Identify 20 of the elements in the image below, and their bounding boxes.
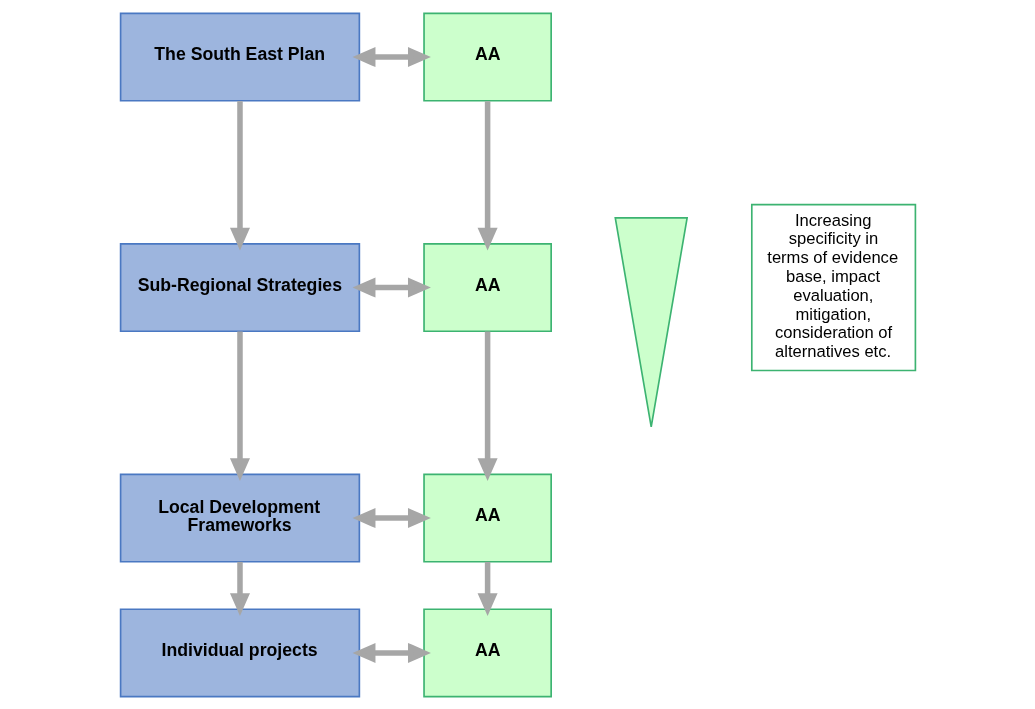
node-arrow — [613, 216, 688, 428]
arrow — [229, 100, 250, 251]
arrow — [477, 331, 498, 481]
node-box: Increasing specificity in terms of evidence base, impact evaluation, mitigation, consideration of alternatives etc. — [750, 203, 916, 371]
node-box: AA — [422, 242, 552, 332]
node-box: The South East Plan — [119, 12, 360, 102]
arrow — [352, 46, 431, 67]
arrow — [477, 100, 498, 251]
node-box: AA — [422, 607, 552, 697]
node-box: Sub-Regional Strategies — [119, 242, 360, 332]
node-box: AA — [422, 473, 552, 563]
arrow — [229, 331, 250, 481]
node-box: Individual projects — [119, 607, 360, 697]
arrow — [352, 507, 431, 528]
arrow — [352, 642, 431, 663]
arrow — [229, 561, 250, 616]
arrow — [477, 561, 498, 616]
arrow — [352, 277, 431, 298]
node-box: Local Development Frameworks — [119, 473, 360, 563]
node-box: AA — [422, 12, 552, 102]
